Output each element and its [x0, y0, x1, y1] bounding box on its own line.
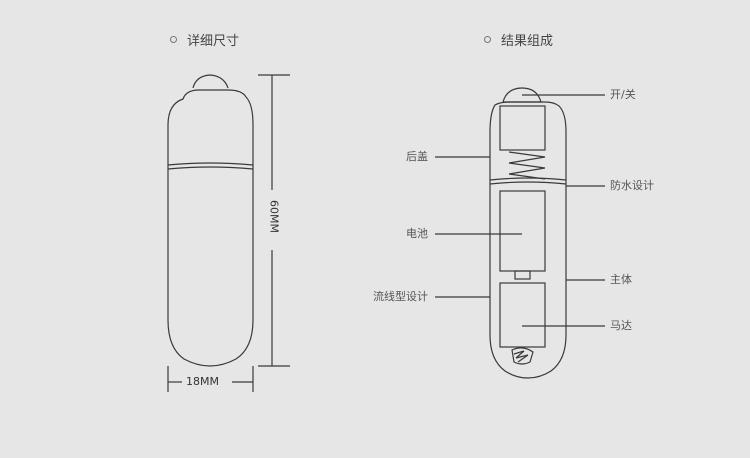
- label-battery: 电池: [406, 227, 428, 240]
- label-switch: 开/关: [610, 88, 636, 101]
- structure-title-text: 结果组成: [501, 33, 554, 49]
- switch-block: [499, 105, 546, 151]
- device-outline-dimensions: [192, 74, 229, 89]
- cap-seam-line: [167, 162, 254, 166]
- structure-section-title: 结果组成: [484, 29, 553, 49]
- battery-cell: [499, 190, 546, 272]
- dimensions-title-text: 详细尺寸: [187, 33, 240, 49]
- motor-block: [499, 282, 546, 348]
- label-body: 主体: [610, 273, 632, 286]
- label-back-cover: 后盖: [406, 150, 428, 163]
- circle-bullet-icon: [484, 35, 491, 43]
- height-dimension-label: 60MM: [267, 200, 281, 233]
- width-dimension-label: 18MM: [186, 375, 219, 388]
- label-streamline: 流线型设计: [373, 290, 428, 303]
- spring-icon: [508, 151, 546, 180]
- device-outline-structure: [502, 87, 542, 103]
- label-motor: 马达: [610, 319, 632, 332]
- dimensions-section-title: 详细尺寸: [170, 29, 239, 49]
- label-waterproof: 防水设计: [610, 179, 654, 192]
- circle-bullet-icon: [170, 35, 177, 43]
